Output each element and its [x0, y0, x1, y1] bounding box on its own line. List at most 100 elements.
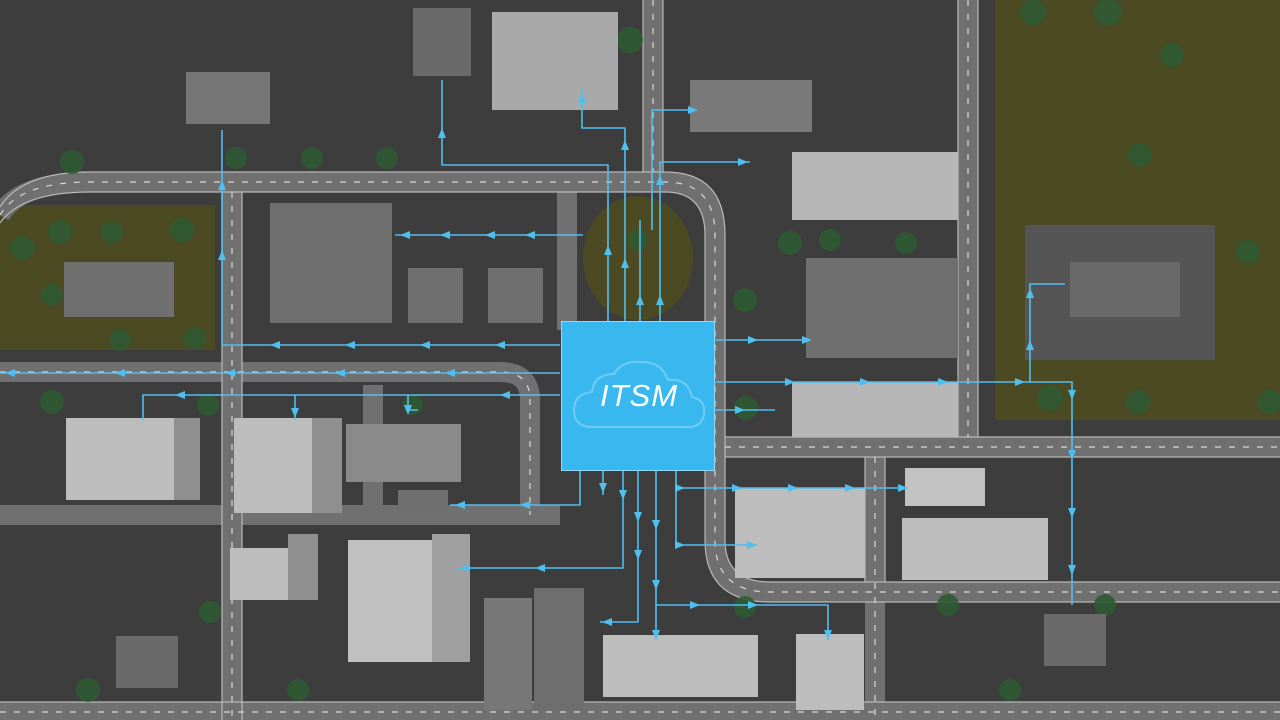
tree [1037, 385, 1063, 411]
arrow [420, 341, 430, 349]
tree [197, 394, 219, 416]
arrow [735, 406, 745, 414]
arrow [440, 231, 450, 239]
tree [1094, 594, 1116, 616]
arrow [270, 341, 280, 349]
building [234, 418, 312, 513]
arrow [455, 501, 465, 509]
building [230, 548, 288, 600]
tree [819, 229, 841, 251]
tree [170, 218, 194, 242]
tree [41, 284, 63, 306]
building [1070, 262, 1180, 317]
arrow [938, 378, 948, 386]
building [534, 588, 584, 710]
arrow [218, 180, 226, 190]
park-roundabout [583, 196, 693, 320]
arrow [788, 484, 798, 492]
tree [999, 679, 1021, 701]
cloud-icon [572, 360, 706, 429]
flow-line [1030, 381, 1073, 605]
arrow [675, 541, 685, 549]
arrow [802, 336, 812, 344]
arrow [748, 336, 758, 344]
arrow [495, 341, 505, 349]
arrow [218, 250, 226, 260]
arrow [404, 405, 412, 415]
tree [60, 150, 84, 174]
arrow [400, 231, 410, 239]
arrow [898, 484, 908, 492]
building [432, 534, 470, 662]
building [1044, 614, 1106, 666]
arrow [1068, 508, 1076, 518]
tree [1258, 390, 1280, 414]
tree [895, 232, 917, 254]
hub-label: ITSM [599, 378, 679, 413]
tree [301, 147, 323, 169]
flow-line [659, 161, 750, 321]
flow-line [581, 90, 626, 321]
arrow [621, 258, 629, 268]
arrow [485, 231, 495, 239]
arrow [604, 245, 612, 255]
flow-line [221, 130, 560, 346]
tree [733, 288, 757, 312]
arrow [1068, 390, 1076, 400]
arrow [652, 520, 660, 530]
building [408, 268, 463, 323]
tree [734, 596, 756, 618]
flow-line [441, 80, 609, 321]
tree [1126, 390, 1150, 414]
building [186, 72, 270, 124]
arrow [652, 630, 660, 640]
building [413, 8, 471, 76]
building [270, 203, 392, 323]
buildings [64, 8, 1215, 710]
tree [1128, 143, 1152, 167]
flow-line [450, 471, 581, 506]
arrow [845, 484, 855, 492]
flow-line [651, 109, 695, 230]
building [905, 468, 985, 506]
arrow [860, 378, 870, 386]
arrow [732, 484, 742, 492]
building [735, 488, 865, 578]
arrow [656, 175, 664, 185]
building [792, 152, 958, 220]
tree [1020, 0, 1046, 25]
arrow [602, 618, 612, 626]
arrow [1015, 378, 1025, 386]
flow-arrows [5, 93, 1076, 640]
building [312, 418, 342, 513]
tree [937, 594, 959, 616]
arrow [621, 140, 629, 150]
building [796, 634, 864, 710]
arrow [738, 158, 748, 166]
arrow [634, 512, 642, 522]
trees [10, 0, 1280, 702]
arrow [747, 541, 757, 549]
arrow [291, 408, 299, 418]
flow-line [142, 394, 560, 420]
tree [287, 679, 309, 701]
arrow [578, 93, 586, 103]
arrow [535, 564, 545, 572]
tree [628, 230, 648, 250]
flow-line [458, 471, 624, 569]
building [488, 268, 543, 323]
arrow [345, 341, 355, 349]
arrow [520, 501, 530, 509]
arrow [599, 483, 607, 493]
arrow [690, 601, 700, 609]
tree [376, 147, 398, 169]
tree [1094, 0, 1122, 26]
arrow [335, 369, 345, 377]
building [116, 636, 178, 688]
arrow [675, 484, 685, 492]
tree [1160, 43, 1184, 67]
arrow [634, 550, 642, 560]
tree [617, 27, 643, 53]
